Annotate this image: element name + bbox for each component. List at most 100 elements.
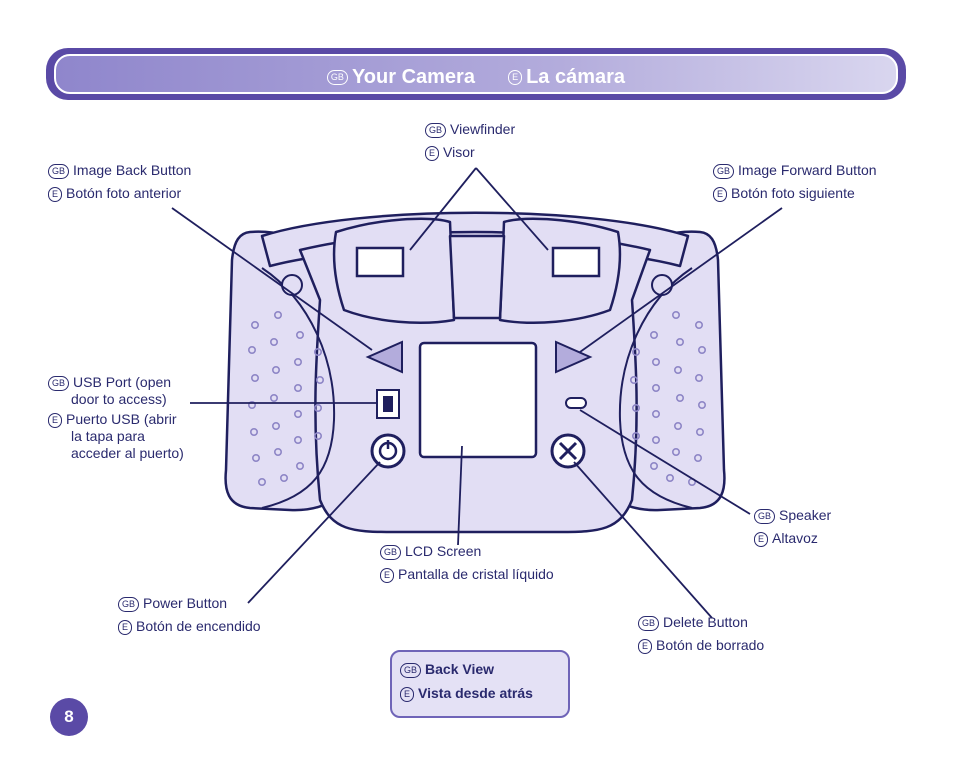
grip-dot [673, 365, 682, 374]
grip-dot [697, 345, 706, 354]
grip-dot [649, 461, 658, 470]
back-view-gb: Back View [425, 661, 495, 677]
grip-dot [694, 373, 703, 382]
back-view-e: Vista desde atrás [418, 685, 533, 701]
grip-dot [649, 330, 658, 339]
grip-dot [315, 375, 324, 384]
grip-dot [293, 383, 302, 392]
leader-image-forward [579, 207, 783, 353]
grip-dot [269, 337, 278, 346]
leader-speaker [579, 409, 751, 515]
lcd-e: Pantalla de cristal líquido [398, 566, 554, 582]
grip-dot [273, 310, 282, 319]
title-gb: Your Camera [351, 66, 475, 88]
grip-dot [252, 453, 261, 462]
grip-dot [694, 320, 703, 329]
e-lang-badge: E [508, 70, 523, 86]
grip-dot [665, 473, 674, 482]
grip-dot [675, 393, 684, 402]
speaker-gb: Speaker [779, 507, 832, 523]
image-back-gb: Image Back Button [73, 162, 192, 178]
delete-e: Botón de borrado [656, 637, 765, 653]
viewfinder-e: Visor [443, 144, 475, 160]
usb-gb-2: door to access) [71, 391, 167, 407]
left-grip-arc [261, 267, 336, 509]
grip-dot [671, 310, 680, 319]
leader-image-back [171, 207, 373, 351]
grip-dot [293, 409, 302, 418]
grip-dots [248, 310, 706, 486]
grip-dot [675, 337, 684, 346]
grip-dot [671, 447, 680, 456]
grip-dot [651, 435, 660, 444]
lcd-gb: LCD Screen [405, 543, 482, 559]
leader-lines [171, 167, 783, 619]
lcd-screen [418, 341, 538, 459]
leader-power [247, 461, 381, 604]
grip-dot [695, 427, 704, 436]
power-gb: Power Button [143, 595, 228, 611]
grip-dot [295, 330, 304, 339]
delete-symbol [558, 441, 578, 461]
grip-dot [651, 409, 660, 418]
viewfinder-window-left [355, 246, 405, 278]
image-forward-e: Botón foto siguiente [731, 185, 855, 201]
grip-dot [293, 357, 302, 366]
grip-dot [651, 383, 660, 392]
viewfinder-bridge [448, 234, 506, 320]
grip-dot [313, 403, 322, 412]
grip-dot [629, 375, 638, 384]
image-back-triangle [365, 340, 403, 374]
grip-dot [257, 477, 266, 486]
usb-e-2: la tapa para [71, 428, 145, 444]
grip-dot [251, 320, 260, 329]
title-e: La cámara [526, 66, 626, 88]
grip-dot [631, 431, 640, 440]
grip-dot [313, 347, 322, 356]
image-forward-triangle [555, 340, 593, 374]
grip-dot [271, 421, 280, 430]
grip-dot [251, 373, 260, 382]
grip-dot [295, 461, 304, 470]
grip-dot [651, 357, 660, 366]
grip-dot [673, 421, 682, 430]
image-forward-gb: Image Forward Button [738, 162, 877, 178]
usb-port-inner [383, 396, 393, 412]
power-button-shape [370, 433, 406, 469]
grip-dot [631, 403, 640, 412]
viewfinder-gb: Viewfinder [450, 121, 516, 137]
leader-viewfinder-right [475, 167, 549, 251]
grip-dot [631, 347, 640, 356]
page-number: 8 [50, 698, 88, 736]
grip-dot [273, 447, 282, 456]
gb-lang-badge: GB [326, 70, 348, 86]
leader-lcd [457, 445, 463, 546]
grip-dot [693, 453, 702, 462]
grip-dot [313, 431, 322, 440]
leader-delete [573, 461, 713, 619]
usb-gb-1: USB Port (open [73, 374, 172, 390]
image-back-e: Botón foto anterior [66, 185, 182, 201]
power-e: Botón de encendido [136, 618, 261, 634]
grip-dot [250, 427, 259, 436]
delete-gb: Delete Button [663, 614, 748, 630]
grip-dot [248, 345, 257, 354]
grip-dot [269, 393, 278, 402]
leader-viewfinder-left [409, 167, 477, 251]
grip-dot [697, 400, 706, 409]
grip-dot [248, 400, 257, 409]
grip-dot [293, 435, 302, 444]
